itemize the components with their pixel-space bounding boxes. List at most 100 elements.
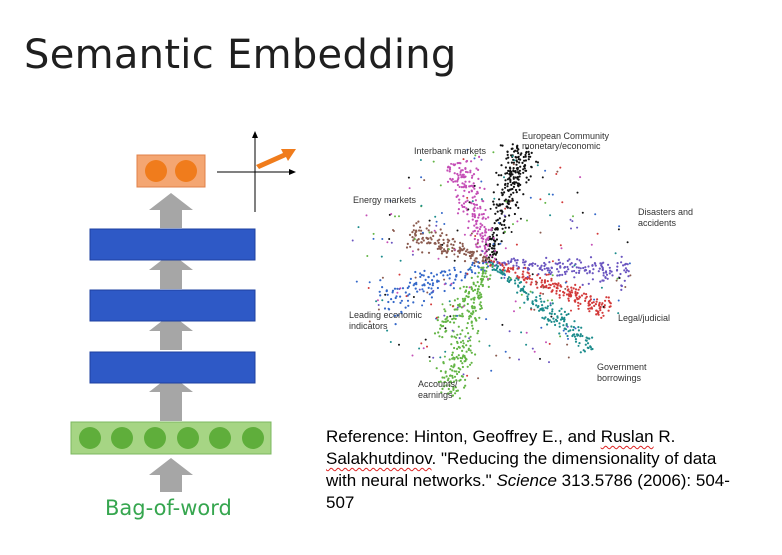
scatter-point: [546, 305, 550, 308]
scatter-point: [594, 262, 597, 265]
scatter-point: [461, 182, 464, 185]
scatter-point: [456, 212, 460, 215]
scatter-point: [365, 214, 368, 217]
scatter-point: [566, 259, 569, 262]
cluster-label-leading: Leading economic indicators: [349, 310, 425, 331]
scatter-point: [485, 275, 488, 278]
scatter-point: [469, 335, 472, 338]
scatter-point: [569, 218, 572, 221]
scatter-point: [469, 169, 472, 172]
scatter-point: [398, 273, 401, 276]
scatter-point: [457, 250, 460, 253]
scatter-point: [504, 179, 507, 182]
scatter-point: [494, 253, 497, 256]
scatter-point: [599, 280, 602, 283]
scatter-point: [476, 275, 479, 278]
scatter-point: [452, 366, 455, 369]
scatter-point: [588, 337, 591, 340]
scatter-point: [428, 293, 431, 296]
scatter-point: [594, 264, 597, 267]
cluster-label-leading-line2: indicators: [349, 321, 388, 331]
scatter-point: [471, 196, 474, 199]
scatter-point: [441, 376, 444, 379]
scatter-point: [386, 293, 389, 296]
scatter-point: [547, 267, 550, 270]
scatter-point: [408, 293, 411, 296]
scatter-point: [518, 358, 520, 361]
scatter-point: [391, 291, 394, 294]
scatter-point: [517, 155, 520, 158]
scatter-point: [554, 323, 557, 327]
scatter-point: [492, 203, 495, 206]
scatter-point: [442, 274, 445, 277]
scatter-point: [430, 272, 433, 275]
scatter-point: [451, 394, 454, 397]
scatter-point: [463, 260, 467, 263]
scatter-point: [525, 343, 528, 346]
scatter-point: [474, 154, 477, 157]
scatter-point: [512, 167, 515, 170]
scatter-point: [458, 303, 461, 306]
scatter-point: [521, 276, 524, 279]
scatter-point: [568, 258, 571, 261]
scatter-point: [467, 208, 470, 211]
scatter-point: [498, 268, 502, 271]
scatter-point: [559, 266, 562, 269]
scatter-point: [423, 284, 426, 287]
scatter-point: [473, 203, 476, 206]
scatter-point: [431, 279, 434, 282]
scatter-point: [589, 256, 593, 259]
scatter-point: [512, 223, 514, 226]
scatter-point: [379, 279, 382, 282]
scatter-point: [396, 291, 399, 294]
scatter-point: [510, 231, 513, 233]
scatter-point: [591, 336, 594, 339]
scatter-point: [417, 242, 420, 245]
scatter-point: [446, 251, 449, 254]
scatter-point: [466, 272, 469, 275]
scatter-point: [469, 349, 472, 352]
scatter-point: [485, 262, 488, 266]
scatter-point: [467, 295, 470, 298]
scatter-point: [557, 258, 560, 261]
scatter-point: [519, 217, 522, 220]
scatter-point: [466, 365, 469, 368]
scatter-point: [394, 314, 397, 317]
scatter-point: [488, 344, 491, 347]
scatter-point: [475, 257, 478, 260]
scatter-point: [412, 296, 415, 298]
scatter-point: [556, 170, 559, 173]
scatter-point: [524, 155, 527, 158]
scatter-point: [381, 286, 384, 289]
scatter-point: [411, 231, 414, 234]
scatter-point: [474, 272, 477, 275]
scatter-point: [627, 275, 630, 278]
scatter-point: [550, 320, 553, 323]
scatter-point: [552, 317, 555, 320]
scatter-point: [415, 283, 418, 286]
scatter-point: [540, 326, 543, 329]
scatter-point: [419, 272, 422, 275]
scatter-point: [368, 320, 371, 323]
scatter-point: [453, 172, 456, 175]
scatter-point: [483, 225, 486, 229]
scatter-point: [381, 299, 384, 302]
scatter-point: [604, 276, 607, 279]
scatter-point: [469, 339, 472, 342]
reference-journal: Science: [496, 471, 557, 490]
scatter-point: [443, 355, 446, 358]
scatter-point: [573, 320, 576, 323]
scatter-point: [415, 241, 418, 244]
scatter-point: [457, 325, 460, 328]
scatter-point: [584, 299, 587, 302]
scatter-point: [355, 280, 358, 283]
scatter-point: [506, 189, 510, 192]
scatter-point: [477, 296, 480, 299]
scatter-point: [567, 330, 570, 333]
scatter-point: [561, 201, 564, 204]
scatter-point: [498, 217, 501, 220]
scatter-point: [441, 387, 444, 390]
scatter-point: [428, 224, 431, 227]
scatter-point: [394, 215, 396, 218]
scatter-point: [577, 307, 580, 310]
